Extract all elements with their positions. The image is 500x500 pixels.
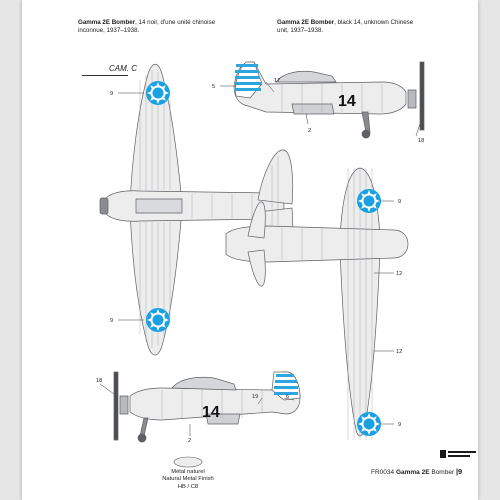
side-view-aircraft-lower xyxy=(113,371,301,443)
bottom-view-aircraft xyxy=(225,167,409,440)
publisher-logo xyxy=(440,447,476,459)
callout-numbers: 9 9 5 17 2 18 9 12 12 9 18 19 6 2 xyxy=(96,78,424,444)
natural-metal-swatch xyxy=(173,456,203,468)
roundel-top-wing-lower xyxy=(146,308,170,332)
aircraft-drawings: 14 xyxy=(96,61,425,468)
callout-18-upper: 18 xyxy=(418,138,424,144)
callout-19: 19 xyxy=(252,394,258,400)
caption-english: Gamma 2E Bomber, black 14, unknown Chine… xyxy=(277,19,414,34)
callout-9-bottom-upper: 9 xyxy=(398,199,401,205)
side-view-aircraft-upper xyxy=(233,61,425,139)
callout-9-top-lower: 9 xyxy=(110,318,113,324)
page-footer: FR0034 Gamma 2E Bomber |9 xyxy=(371,467,463,476)
aircraft-number-upper: 14 xyxy=(338,93,356,110)
page-number: |9 xyxy=(455,467,463,476)
callout-2-lower: 2 xyxy=(188,438,191,444)
roundel-top-wing-upper xyxy=(146,81,170,105)
callout-6: 6 xyxy=(286,394,289,400)
caption-french: Gamma 2E Bomber, 14 noir, d'une unité ch… xyxy=(78,19,216,34)
camouflage-label: CAM. C xyxy=(109,64,137,73)
callout-18-lower: 18 xyxy=(96,378,102,384)
callout-leaders xyxy=(99,81,421,436)
callout-17: 17 xyxy=(274,78,280,84)
callout-9-bottom-lower: 9 xyxy=(398,422,401,428)
roundel-bottom-wing-upper xyxy=(357,189,381,213)
callout-12-lower: 12 xyxy=(396,349,402,355)
color-legend: Métal naturel Natural Metal Finish HB / … xyxy=(162,469,214,490)
callout-5: 5 xyxy=(212,84,215,90)
roundel-bottom-wing-lower xyxy=(357,412,381,436)
callout-2-upper: 2 xyxy=(308,128,311,134)
aircraft-number-lower: 14 xyxy=(202,404,220,421)
callout-12-mid: 12 xyxy=(396,271,402,277)
instruction-sheet-page: Gamma 2E Bomber, 14 noir, d'une unité ch… xyxy=(22,0,478,500)
camouflage-underline xyxy=(82,75,128,76)
callout-9-top-upper: 9 xyxy=(110,91,113,97)
